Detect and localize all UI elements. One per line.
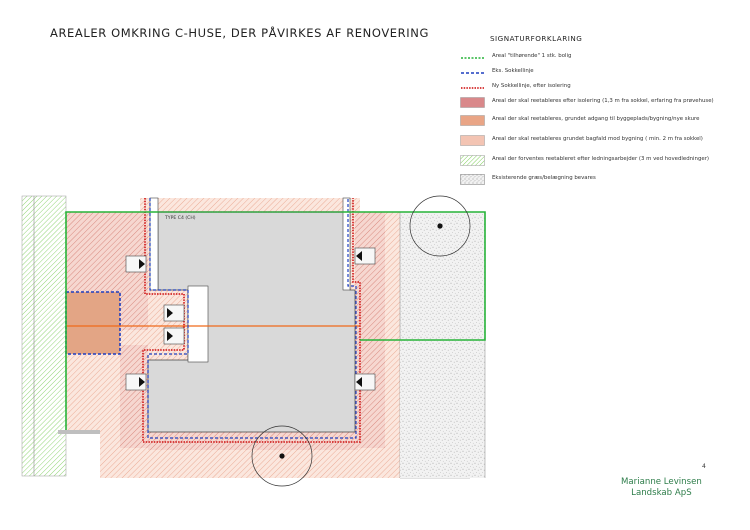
right-wall-piece	[342, 197, 351, 291]
gutter-strip	[58, 430, 100, 434]
legend-label: Areal der skal reetableres grundet bagfa…	[492, 136, 703, 142]
legend-item-salmon-fill: Areal der skal reetableres grundet bagfa…	[460, 135, 750, 147]
house-type-label: TYPE C4 (CH)	[164, 215, 196, 221]
window-marker-left-1	[125, 255, 147, 273]
legend-label: Eksisterende græs/belægning bevares	[492, 175, 596, 181]
orange-fill-icon	[460, 115, 485, 126]
blue-dashed-line-icon	[461, 72, 484, 74]
legend-item-orange-fill: Areal der skal reetableres, grundet adga…	[460, 115, 750, 127]
green-hatch-area	[21, 195, 67, 477]
legend-label: Eks. Sokkellinje	[492, 68, 534, 74]
window-marker-right-2	[354, 373, 376, 391]
tree-bottom	[251, 425, 313, 487]
company-logo: Marianne Levinsen Landskab ApS	[621, 477, 702, 499]
window-marker-left-2	[163, 304, 185, 322]
existing-plinth-line	[147, 198, 357, 439]
entry-niche	[187, 285, 209, 363]
green-hatch-icon	[460, 155, 485, 166]
legend-item-dark-red-fill: Areal der skal reetableres efter isoleri…	[460, 97, 750, 109]
property-boundary	[65, 211, 486, 430]
legend-label: Areal der skal reetableres efter isoleri…	[492, 98, 714, 104]
legend-heading: SIGNATURFORKLARING	[490, 34, 583, 43]
legend-item-red-dashed: Ny Sokkellinje, efter isolering	[460, 82, 750, 94]
dark-red-fill-icon	[460, 97, 485, 108]
company-name-line1: Marianne Levinsen	[621, 477, 702, 487]
gravel-texture-icon	[460, 174, 485, 185]
legend-item-blue-dashed: Eks. Sokkellinje	[460, 67, 750, 79]
legend: Areal "tilhørende" 1 stk. bolig Eks. Sok…	[460, 0, 750, 200]
gravel-area-lower	[400, 340, 485, 478]
page-title: AREALER OMKRING C-HUSE, DER PÅVIRKES AF …	[50, 26, 429, 40]
red-strip-bottom	[148, 432, 358, 450]
legend-label: Areal "tilhørende" 1 stk. bolig	[492, 53, 572, 59]
legend-label: Areal der skal reetableres, grundet adga…	[492, 116, 700, 122]
red-strip-left-bottom	[120, 345, 148, 448]
window-marker-left-4	[125, 373, 147, 391]
green-dashed-line-icon	[461, 57, 484, 59]
terrace-area	[65, 291, 121, 355]
legend-label: Ny Sokkellinje, efter isolering	[492, 83, 571, 89]
salmon-fill-icon	[460, 135, 485, 146]
legend-item-green-dashed: Areal "tilhørende" 1 stk. bolig	[460, 52, 750, 64]
company-name-line2: Landskab ApS	[631, 488, 692, 498]
legend-label: Areal der forventes reetableret efter le…	[492, 156, 710, 162]
window-marker-right-1	[354, 247, 376, 265]
legend-item-gravel: Eksisterende græs/belægning bevares	[460, 174, 750, 186]
window-marker-left-3	[163, 327, 185, 345]
legend-item-green-hatch: Areal der forventes reetableret efter le…	[460, 155, 750, 167]
page-number: 4	[702, 463, 706, 470]
tree-top-right	[409, 195, 471, 257]
red-dashed-line-icon	[461, 87, 484, 89]
